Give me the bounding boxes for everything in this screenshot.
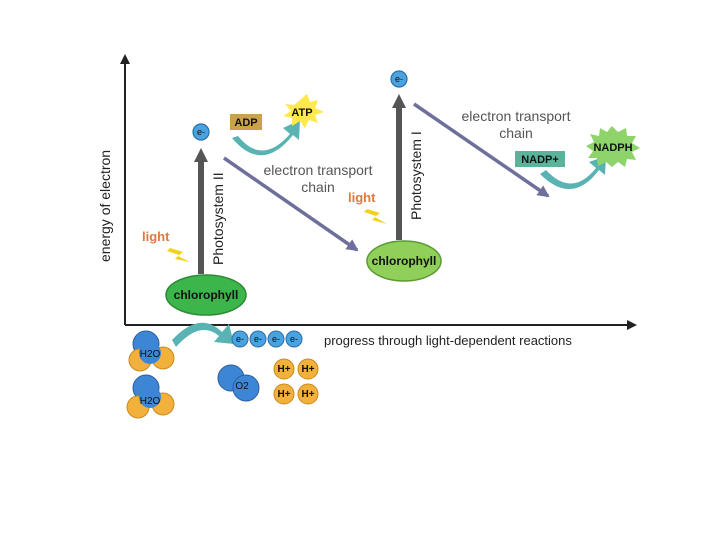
water-split-curved-arrow [172,322,234,347]
lightning-bolt-icon [167,248,190,262]
proton-group: H+ H+ H+ H+ [273,358,319,405]
etc2-label-line2: chain [499,125,532,141]
proton-label: H+ [277,389,290,400]
atp-label: ATP [291,107,312,119]
chlorophyll-ps2 [165,274,247,316]
nadph-curved-arrow [540,156,606,190]
nadp-label: NADP+ [521,154,559,166]
etc2-label-line1: electron transport [462,108,571,124]
electron-label: e- [254,334,262,344]
adp-label: ADP [234,117,257,129]
water-1-label: H2O [140,349,161,360]
proton-label: H+ [301,389,314,400]
electron-label: e- [272,334,280,344]
chlorophyll-ps1-label: chlorophyll [372,254,437,268]
atp-curved-arrow [232,120,300,156]
atp-burst [283,94,324,128]
lightning-bolt-icon [364,209,387,224]
oxygen-molecule: O2 [217,364,260,402]
oxygen-label: O2 [235,381,249,392]
ps2-label: Photosystem II [210,172,226,265]
electron-ps2-label: e- [197,127,205,137]
chlorophyll-ps1 [366,240,442,282]
water-2-label: H2O [140,396,161,407]
ps1-light-label: light [348,190,376,205]
nadp-box [515,151,565,167]
proton-label: H+ [301,364,314,375]
electron-label: e- [290,334,298,344]
etc2-arrow [413,102,550,198]
water-molecule-2: H2O [126,374,175,419]
ps2-light-label: light [142,229,170,244]
y-axis-label: energy of electron [97,150,113,262]
x-axis-label: progress through light-dependent reactio… [324,333,572,348]
electron-label: e- [236,334,244,344]
nadph-burst [586,126,640,167]
ps1-label: Photosystem I [408,131,424,220]
etc1-arrow [223,156,359,252]
chlorophyll-ps2-label: chlorophyll [174,288,239,302]
electron-row: e- e- e- e- [231,330,303,348]
nadph-label: NADPH [593,142,632,154]
electron-ps2 [192,123,210,141]
water-molecule-1: H2O [128,330,175,372]
etc1-label-line2: chain [301,179,334,195]
electron-ps1 [390,70,408,88]
etc1-label-line1: electron transport [264,162,373,178]
adp-box [230,114,262,130]
proton-label: H+ [277,364,290,375]
electron-ps1-label: e- [395,74,403,84]
